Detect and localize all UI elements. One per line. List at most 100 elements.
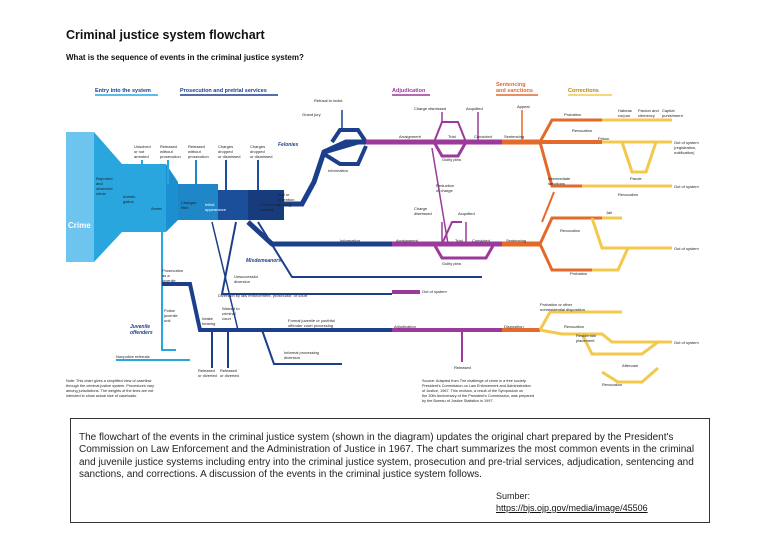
released-wo-label-2: without — [160, 149, 174, 154]
diversion-label: Diversion by law enforcement, prosecutor… — [218, 293, 308, 298]
section-corrections: Corrections — [568, 88, 599, 94]
formal-juvenile-label-2: offender court processing — [288, 323, 333, 328]
crime-block — [66, 132, 94, 262]
source-line-2: President's Commission on Law Enforcemen… — [422, 384, 531, 388]
arrest-block — [178, 184, 218, 220]
charge-dismissed-3-label: dismissed — [414, 211, 432, 216]
exit-labels: Unsolved or not arrested Released withou… — [134, 144, 272, 190]
bail-label-1: Bail or — [278, 192, 290, 197]
residential-label-1: Residential — [576, 333, 596, 338]
arraignment-2-label: Arraignment — [396, 238, 419, 243]
nonpolice-label: Nonpolice referrals — [116, 354, 150, 359]
pardon-label-2: clemency — [638, 113, 655, 118]
charges-dropped-b-label-2: dropped — [250, 149, 265, 154]
investigation-label-2: gation — [123, 199, 134, 204]
guilty-plea-label: Guilty plea — [442, 157, 462, 162]
section-sentencing-1: Sentencing — [496, 82, 526, 88]
reported-label-4: crime — [96, 191, 107, 196]
page-title: Criminal justice system flowchart — [66, 28, 265, 42]
out-2-label: Out of system — [674, 184, 699, 189]
description-text: The flowchart of the events in the crimi… — [79, 432, 695, 481]
probation-2-label: Probation — [570, 271, 587, 276]
adjudication-misdemeanor: Arraignment Trial Convicted Guilty plea … — [392, 206, 502, 266]
released-j-label: Released — [454, 365, 471, 370]
residential-label-2: placement — [576, 338, 595, 343]
police-juvenile-label-2: juvenile — [163, 313, 178, 318]
preliminary-label-1: Preliminary — [260, 202, 280, 207]
waived-label-2: criminal — [222, 311, 236, 316]
source-label: Sumber: — [496, 491, 531, 501]
grand-jury-label: Grand jury — [302, 112, 321, 117]
section-adjudication: Adjudication — [392, 88, 426, 94]
acquitted-label: Acquitted — [466, 106, 483, 111]
released-div-b-label-2: or diverted — [220, 373, 239, 378]
parole-label: Parole — [630, 176, 642, 181]
adjudication-j-label: Adjudication — [394, 324, 416, 329]
sentencing-label: Sentencing — [504, 134, 524, 139]
source-block: Sumber: https://bjs.ojp.gov/media/image/… — [496, 490, 648, 514]
arraignment-label: Arraignment — [399, 134, 422, 139]
intake-label-2: hearing — [202, 321, 215, 326]
section-headers: Entry into the system Prosecution and pr… — [95, 82, 612, 96]
trial-2-label: Trial — [455, 238, 463, 243]
charges-filed-label-2: filed — [181, 205, 188, 210]
released-wo-b-label-3: prosecution — [188, 154, 209, 159]
reported-label-1: Reported — [96, 176, 112, 181]
released-div-label-2: or diverted — [198, 373, 217, 378]
initial-appearance-block — [248, 190, 284, 220]
reported-label-3: observed — [96, 186, 112, 191]
unsuccessful-label-2: diversion — [234, 279, 250, 284]
information-2-label: Information — [340, 238, 360, 243]
note-line-3: among jurisdictions. The weights of the … — [66, 389, 154, 393]
bail-label-2: detention — [278, 197, 294, 202]
out-1-label-c: notification) — [674, 150, 695, 155]
sentencing-flow: Appeal Sentencing Sentencing — [502, 104, 602, 272]
waived-label-3: court — [222, 316, 232, 321]
flowchart-diagram: Entry into the system Prosecution and pr… — [66, 82, 699, 403]
initial-appearance-label-1: Initial — [205, 202, 214, 207]
source-line-4: the 30th Anniversary of the President's … — [422, 394, 534, 398]
misdemeanors-label: Misdemeanors — [246, 258, 281, 264]
prosecution-juvenile-label-2: as a — [162, 273, 170, 278]
revocation-3-label: Revocation — [560, 228, 580, 233]
revocation-2-label: Revocation — [618, 192, 638, 197]
refusal-label: Refusal to indict — [314, 98, 343, 103]
pardon-label-1: Pardon and — [638, 108, 659, 113]
revocation-4-label: Revocation — [564, 324, 584, 329]
juvenile-label-1: Juvenile — [130, 324, 150, 330]
habeas-label-1: Habeas — [618, 108, 632, 113]
adjudication-felony: Arraignment Trial Convicted Guilty plea … — [366, 106, 502, 245]
police-juvenile-label-3: unit — [164, 318, 171, 323]
notes: Note: This chart gives a simplified view… — [66, 379, 534, 403]
prison-label: Prison — [598, 136, 609, 141]
reduction-label-2: of charge — [436, 188, 453, 193]
crime-funnel — [94, 132, 122, 262]
source-line-3: of Justice, 1967. This revision, a resul… — [422, 389, 523, 393]
capital-label-1: Capital — [662, 108, 675, 113]
revocation-label: Revocation — [572, 128, 592, 133]
appeal-label: Appeal — [517, 104, 530, 109]
reported-label-2: and — [96, 181, 103, 186]
source-link[interactable]: https://bjs.ojp.gov/media/image/45506 — [496, 503, 648, 513]
intermediate-label-1: Intermediate — [548, 176, 571, 181]
investigation-label-1: Investi- — [123, 194, 137, 199]
unsolved-label-1: Unsolved — [134, 144, 151, 149]
habeas-label-2: corpus — [618, 113, 630, 118]
convicted-label: Convicted — [474, 134, 492, 139]
initial-appearance-label-2: appearance — [205, 207, 227, 212]
convicted-2-label: Convicted — [472, 238, 490, 243]
charge-dismissed-2-label: Charge — [414, 206, 428, 211]
unsolved-label-3: arrested — [134, 154, 149, 159]
disposition-label: Disposition — [504, 324, 524, 329]
revocation-5-label: Revocation — [602, 382, 622, 387]
acquitted-2-label: Acquitted — [458, 211, 475, 216]
prosecution-juvenile-label-1: Prosecution — [162, 268, 183, 273]
informal-label-2: diversion — [284, 355, 300, 360]
aftercare-label: Aftercare — [622, 363, 639, 368]
note-line-4: intended to show actual size of caseload… — [66, 394, 137, 398]
section-prosecution: Prosecution and pretrial services — [180, 88, 267, 94]
out-of-system-div: Out of system — [422, 289, 447, 294]
reduction-label-1: Reduction — [436, 183, 454, 188]
out-3-label: Out of system — [674, 246, 699, 251]
charges-dropped-label-2: dropped — [218, 149, 233, 154]
